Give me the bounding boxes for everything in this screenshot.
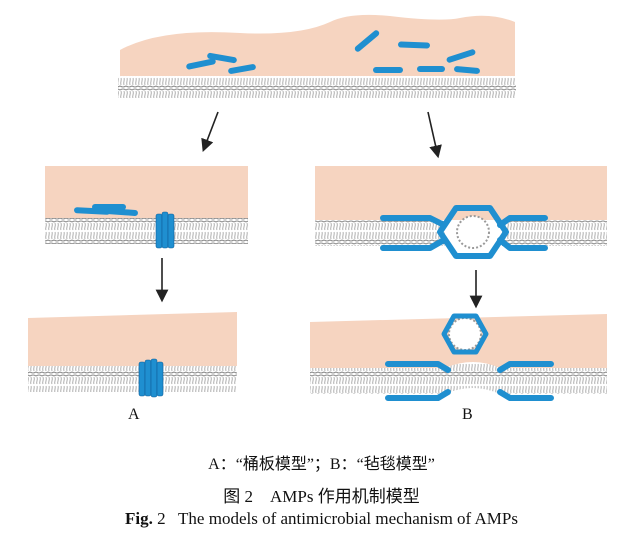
a1-membrane xyxy=(45,218,248,244)
top-peptides xyxy=(186,30,480,74)
top-membrane xyxy=(118,76,516,98)
arrow-top-to-b xyxy=(427,111,442,159)
caption-fig-prefix: Fig. xyxy=(124,509,153,528)
peptide xyxy=(398,41,430,49)
panel-a-stage2 xyxy=(28,312,237,398)
top-panel xyxy=(118,14,516,98)
panel-b-stage1 xyxy=(315,166,607,259)
a1-barrel-pore xyxy=(155,211,175,249)
peptide xyxy=(446,49,476,63)
arrow-top-to-a xyxy=(201,111,219,152)
b2-micelle xyxy=(441,313,489,355)
peptide xyxy=(228,64,256,74)
a2-barrel-pore xyxy=(138,358,164,398)
peptide xyxy=(92,204,126,210)
peptide xyxy=(354,30,380,52)
caption-english: Fig. 2 The models of antimicrobial mecha… xyxy=(0,509,643,529)
b2-membrane-left xyxy=(310,368,445,394)
peptide xyxy=(186,58,216,70)
legend-line: A：“桶板模型”；B：“毡毯模型” xyxy=(208,456,435,473)
b1-carpet-peptides xyxy=(380,205,548,259)
a1-surface-peptides xyxy=(74,204,138,216)
panel-a-label: A xyxy=(128,406,140,423)
b1-extracellular-region xyxy=(315,166,607,220)
peptide xyxy=(207,52,237,64)
a2-membrane xyxy=(28,366,237,392)
b2-membrane-bridge xyxy=(445,362,500,394)
b1-membrane-left xyxy=(315,220,445,246)
caption-chinese: 图 2 AMPs 作用机制模型 xyxy=(223,487,420,506)
b2-membrane-right xyxy=(500,368,607,394)
b1-pore xyxy=(456,215,490,249)
a2-extracellular-region xyxy=(28,312,237,366)
peptide xyxy=(417,66,445,72)
top-extracellular-region xyxy=(120,14,515,76)
peptide xyxy=(104,208,138,216)
caption-fig-text: The models of antimicrobial mechanism of… xyxy=(178,509,518,528)
panel-a-stage1 xyxy=(45,166,248,249)
peptide xyxy=(373,67,403,73)
b1-membrane-right xyxy=(502,220,607,246)
peptide xyxy=(454,66,480,74)
b2-carpet-peptides xyxy=(385,361,554,401)
caption-fig-number: 2 xyxy=(157,509,166,528)
panel-b-label: B xyxy=(462,406,473,423)
panel-b-stage2 xyxy=(310,313,607,401)
